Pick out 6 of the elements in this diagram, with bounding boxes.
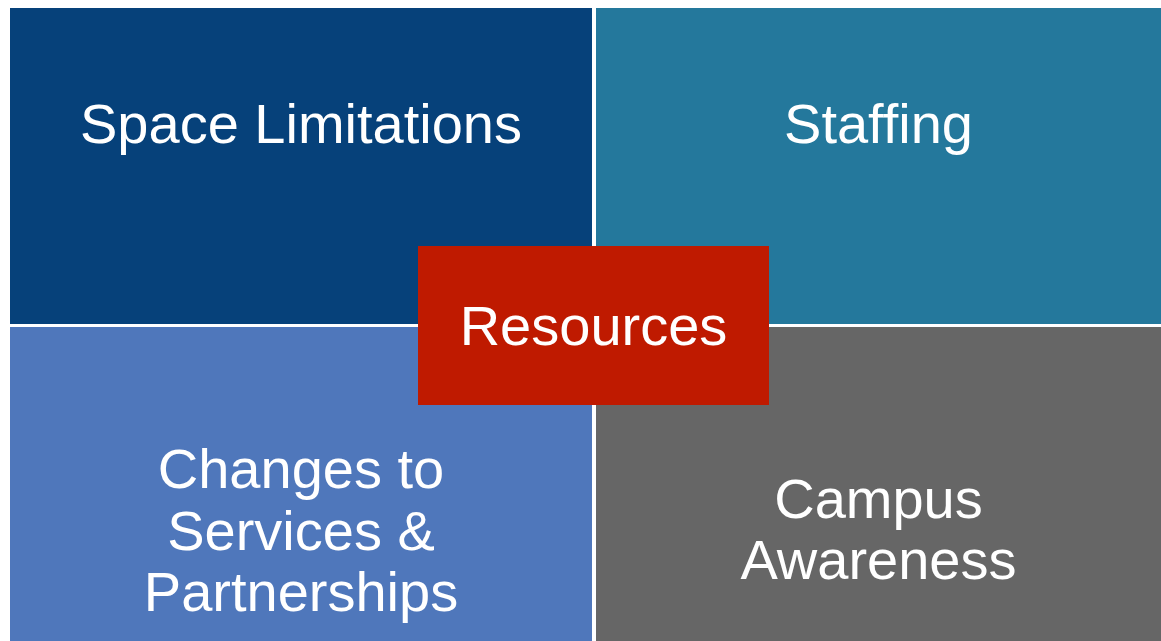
box-label: Staffing xyxy=(784,93,973,155)
box-label: Space Limitations xyxy=(80,93,522,155)
center-box xyxy=(418,246,769,405)
box-label: Campus Awareness xyxy=(739,467,1018,591)
box-label: Changes to Services & Partnerships xyxy=(142,438,460,623)
box-label: Resources xyxy=(459,294,728,357)
